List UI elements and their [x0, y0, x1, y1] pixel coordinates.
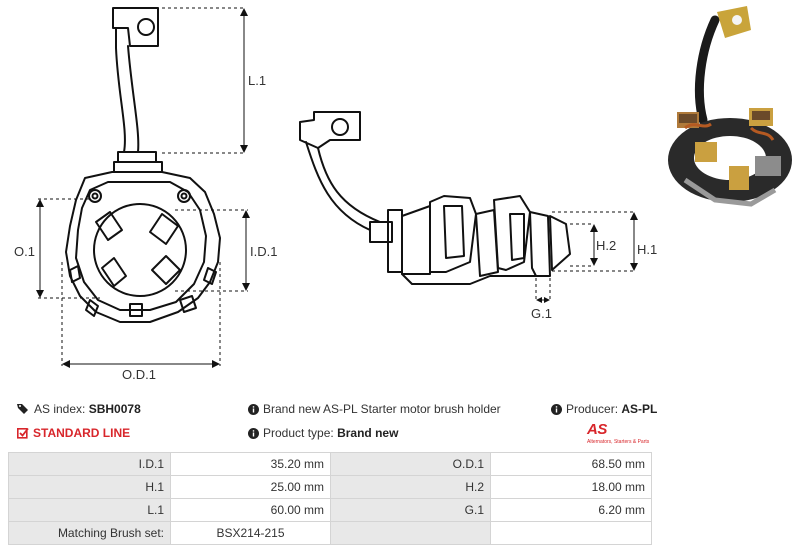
info-icon: [248, 404, 259, 415]
standard-line-text: STANDARD LINE: [33, 426, 131, 440]
dim-h2-label: H.2: [596, 238, 616, 253]
spec-label: H.2: [330, 475, 491, 499]
dim-od1-label: O.D.1: [122, 367, 156, 382]
logo-mark: AS: [587, 421, 607, 438]
spec-label: G.1: [330, 498, 491, 522]
as-index-label: AS index:: [34, 402, 86, 416]
producer-label: Producer:: [566, 402, 619, 416]
spec-label: Matching Brush set:: [8, 521, 171, 545]
table-row: H.1 25.00 mm H.2 18.00 mm: [8, 475, 652, 499]
spec-value: 60.00 mm: [170, 498, 331, 522]
spec-value: 68.50 mm: [490, 452, 652, 476]
info-icon: [551, 404, 562, 415]
product-photo-svg: [668, 6, 792, 207]
spec-label: [330, 521, 491, 545]
side-view: [299, 111, 571, 285]
spec-label: O.D.1: [330, 452, 491, 476]
description-text: Brand new AS-PL Starter motor brush hold…: [263, 402, 501, 416]
front-body: [65, 171, 221, 323]
technical-drawing: L.1 O.1 I.D.1 O.D.1 H.1 H.2 G.1: [14, 7, 657, 382]
front-terminal: [112, 7, 163, 173]
product-type-row: Product type: Brand new: [248, 426, 398, 440]
product-type-label: Product type:: [263, 426, 334, 440]
info-icon: [248, 428, 259, 439]
dim-g1-label: G.1: [531, 306, 552, 321]
spec-label: H.1: [8, 475, 171, 499]
logo-tagline: Alternators, Starters & Parts: [587, 439, 650, 445]
product-type-value: Brand new: [337, 426, 399, 440]
spec-value: [490, 521, 652, 545]
spec-value: 25.00 mm: [170, 475, 331, 499]
spec-value: 35.20 mm: [170, 452, 331, 476]
checkbox-icon: [17, 427, 29, 439]
table-row: L.1 60.00 mm G.1 6.20 mm: [8, 498, 652, 522]
as-pl-logo: AS Alternators, Starters & Parts: [587, 421, 665, 447]
dim-id1-label: I.D.1: [250, 244, 277, 259]
dim-h1-label: H.1: [637, 242, 657, 257]
spec-table: I.D.1 35.20 mm O.D.1 68.50 mm H.1 25.00 …: [8, 452, 652, 545]
standard-line-row: STANDARD LINE: [17, 426, 130, 440]
spec-label: L.1: [8, 498, 171, 522]
tags-icon: [17, 404, 28, 414]
table-row: I.D.1 35.20 mm O.D.1 68.50 mm: [8, 452, 652, 476]
as-index-row: AS index: SBH0078: [17, 402, 141, 416]
as-index-value: SBH0078: [88, 402, 141, 416]
spec-value: 18.00 mm: [490, 475, 652, 499]
description-row: Brand new AS-PL Starter motor brush hold…: [248, 402, 501, 416]
dimension-arrowheads: [36, 8, 638, 368]
matching-brush-set-link[interactable]: BSX214-215: [170, 521, 331, 545]
producer-row: Producer: AS-PL: [551, 402, 657, 416]
product-photo: [655, 0, 800, 215]
table-row: Matching Brush set: BSX214-215: [8, 521, 652, 545]
drawing-svg: L.1 O.1 I.D.1 O.D.1 H.1 H.2 G.1: [14, 7, 657, 382]
spec-label: I.D.1: [8, 452, 171, 476]
spec-value: 6.20 mm: [490, 498, 652, 522]
dim-l1-label: L.1: [248, 73, 266, 88]
dim-o1-label: O.1: [14, 244, 35, 259]
producer-value: AS-PL: [621, 402, 658, 416]
